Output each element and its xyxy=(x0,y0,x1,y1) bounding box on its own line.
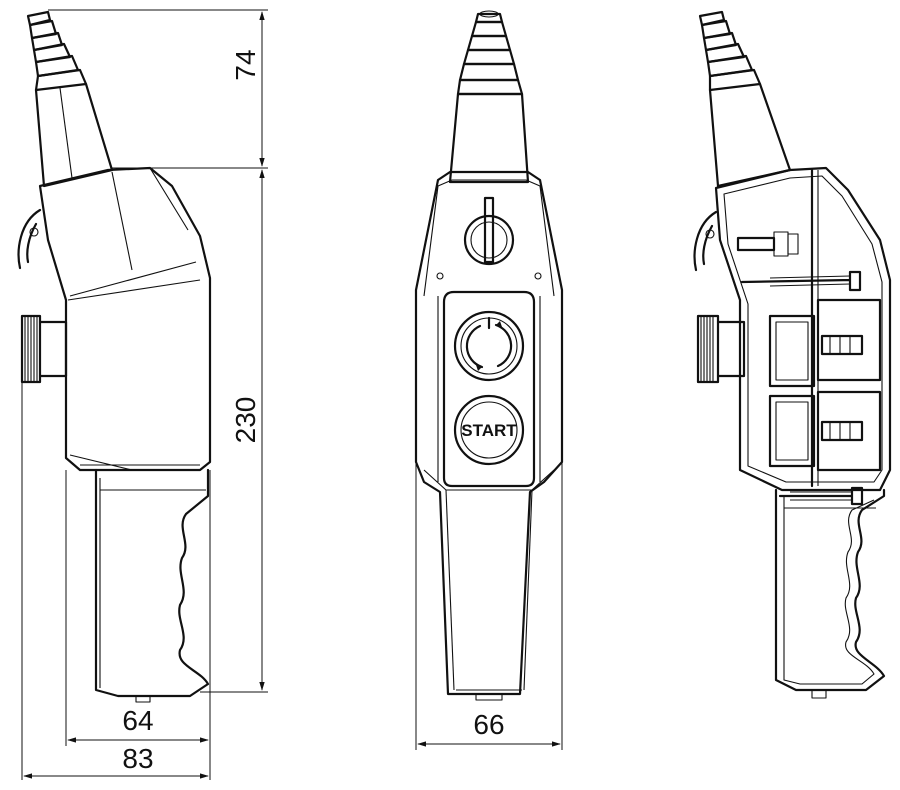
side-lanyard-ring xyxy=(17,208,42,270)
section-cable-gland xyxy=(698,10,792,188)
front-key-switch xyxy=(463,196,515,266)
front-dimensions: 66 xyxy=(415,462,563,750)
dim-body-depth: 64 xyxy=(122,705,153,736)
section-housing xyxy=(714,166,892,492)
front-start-button: START xyxy=(453,394,525,466)
dim-body-width: 66 xyxy=(473,709,504,740)
front-cable-gland xyxy=(448,10,530,184)
front-button-panel xyxy=(442,290,536,488)
dim-cable-length: 74 xyxy=(230,49,261,80)
section-handle-grip xyxy=(774,488,886,692)
section-view xyxy=(693,10,892,699)
side-view xyxy=(17,10,212,703)
side-handle-grip xyxy=(94,468,210,698)
dim-total-depth: 83 xyxy=(122,743,153,774)
side-cable-gland xyxy=(26,10,114,188)
start-button-label: START xyxy=(461,421,517,440)
section-contact-blocks xyxy=(768,298,882,472)
dim-body-height: 230 xyxy=(230,397,261,444)
front-reset-button xyxy=(453,310,525,382)
section-rotary-knob xyxy=(696,314,746,384)
side-dimensions: 74 230 64 83 xyxy=(21,9,268,780)
side-rotary-knob xyxy=(20,314,68,384)
front-housing xyxy=(414,170,564,696)
side-housing xyxy=(38,166,212,472)
front-view: START xyxy=(414,10,564,701)
